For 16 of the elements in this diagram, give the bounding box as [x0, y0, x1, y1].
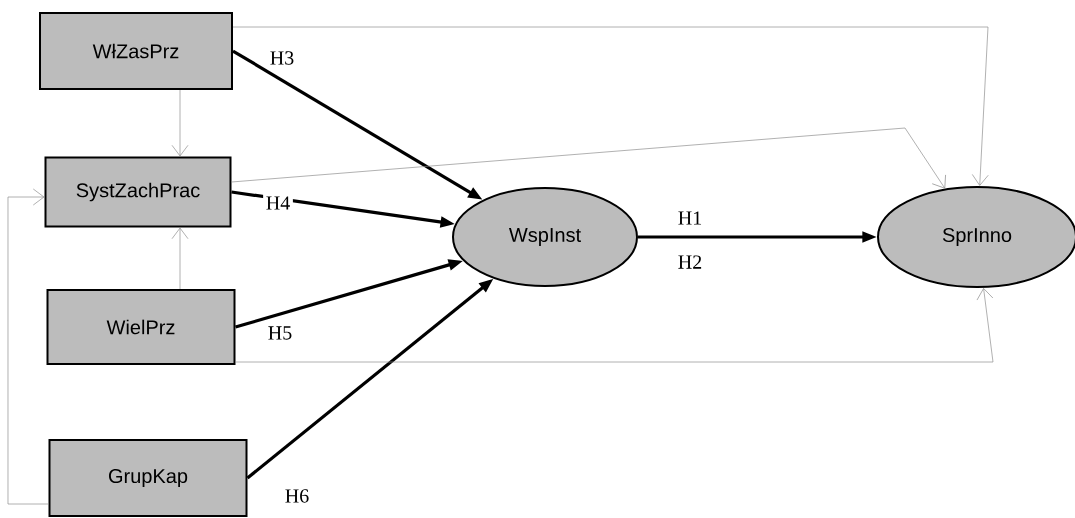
thin-arrow: [7, 188, 49, 505]
variable-box: GrupKap: [48, 439, 248, 517]
thin-arrow: [232, 26, 989, 186]
variable-box: WłZasPrz: [39, 12, 233, 90]
edge-label: H4: [266, 196, 290, 210]
thin-arrow: [171, 89, 189, 157]
thin-arrow: [231, 127, 946, 189]
thin-arrow: [171, 227, 189, 290]
variable-box: SystZachPrac: [44, 156, 232, 228]
edge-label: H1: [678, 211, 702, 225]
edge-label: H6: [285, 489, 309, 503]
edge-label: H5: [268, 326, 292, 340]
edge-label: H3: [270, 51, 294, 65]
variable-box: WielPrz: [46, 289, 236, 365]
hypothesis-label: H2: [678, 255, 702, 269]
thin-arrow: [235, 288, 994, 363]
